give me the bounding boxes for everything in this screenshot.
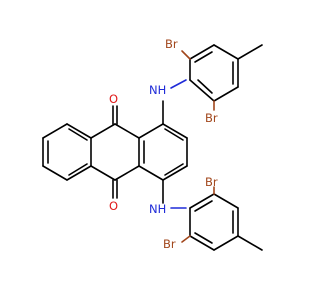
top-dibromotolyl-ring [181, 44, 263, 111]
right-anthraquinone-ring [138, 123, 188, 181]
molecule-diagram: O O NH NH Br Br Br Br [42, 37, 263, 251]
atom-label-nh-bottom: NH [149, 202, 166, 216]
atom-label-br-bottom-left: Br [163, 237, 176, 251]
methyl-top [237, 44, 263, 60]
carbonyl-top [112, 105, 118, 125]
bond-n-aryl-top [170, 79, 187, 89]
atom-label-br-bottom-right: Br [205, 175, 218, 189]
atom-label-br-top-right: Br [205, 111, 218, 125]
carbonyl-bottom [112, 179, 118, 199]
atom-label-o-bottom: O [109, 199, 118, 213]
left-benzene-ring [42, 123, 92, 181]
quinone-ring [90, 123, 140, 181]
atom-label-nh-top: NH [149, 83, 166, 97]
methyl-bottom [237, 235, 263, 251]
atom-label-o-top: O [109, 92, 118, 106]
structure-canvas: O O NH NH Br Br Br Br [42, 37, 263, 251]
bottom-dibromotolyl-ring [181, 186, 263, 251]
atom-label-br-top-left: Br [165, 37, 178, 51]
